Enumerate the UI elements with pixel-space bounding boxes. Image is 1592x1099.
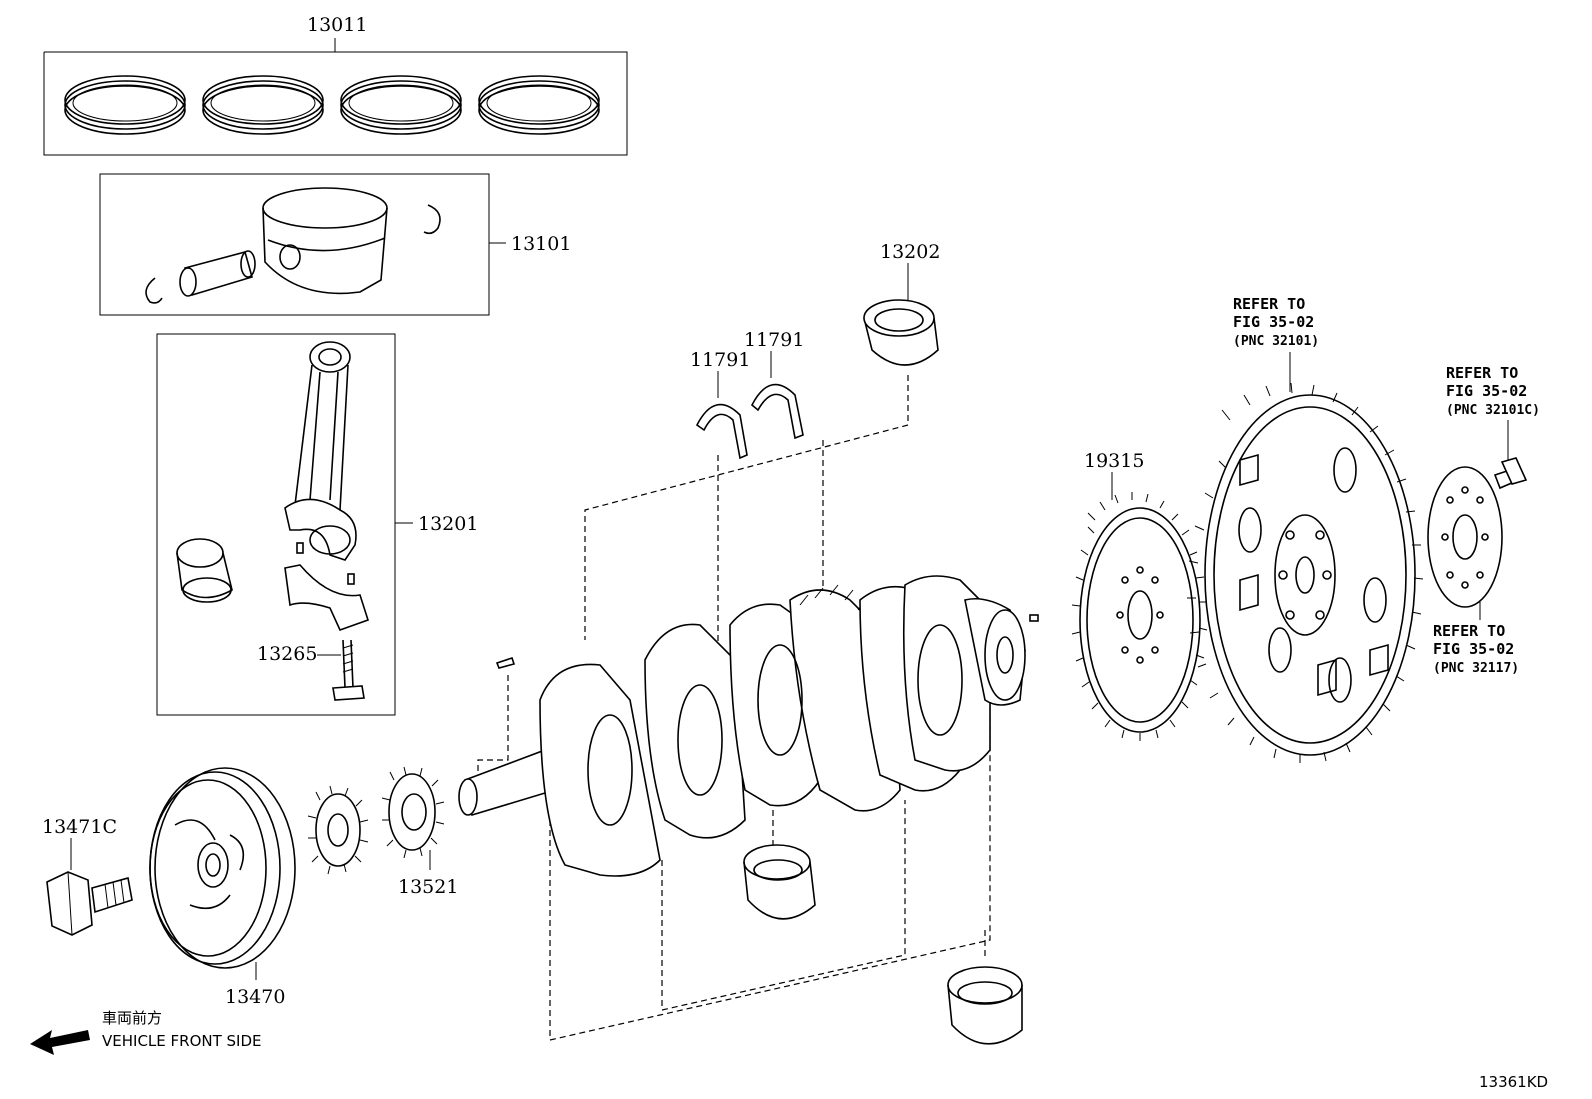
main-bearing-lower-2: [947, 966, 1023, 1045]
pulley-bolt: [46, 838, 133, 936]
crankshaft-pulley: [149, 767, 296, 980]
callout-13470: 13470: [225, 986, 285, 1008]
ref-bolt-line2: FIG 35-02: [1446, 382, 1527, 400]
ref-plate-line2: FIG 35-02: [1433, 640, 1514, 658]
crank-sprocket-front: [307, 785, 369, 875]
flywheel-ring-gear: [1187, 352, 1424, 763]
callout-13521: 13521: [398, 876, 458, 898]
callout-13265: 13265: [257, 643, 317, 665]
flywheel-bolt: [1493, 420, 1528, 490]
ref-bolt-line1: REFER TO: [1446, 364, 1518, 382]
callout-11791-a: 11791: [690, 349, 750, 371]
diagram-code: 13361KD: [1479, 1073, 1548, 1091]
main-bearing-upper: [863, 263, 939, 366]
callout-13471c: 13471C: [42, 816, 117, 838]
ref-flywheel-line3: (PNC 32101): [1233, 334, 1319, 349]
callout-13101: 13101: [511, 233, 571, 255]
direction-english: VEHICLE FRONT SIDE: [102, 1032, 262, 1050]
thrust-washers: [695, 351, 804, 460]
ref-flywheel-line2: FIG 35-02: [1233, 313, 1314, 331]
ref-flywheel-line1: REFER TO: [1233, 295, 1305, 313]
ref-plate-line3: (PNC 32117): [1433, 661, 1519, 676]
callout-19315: 19315: [1084, 450, 1144, 472]
connecting-rod-set: [156, 333, 413, 716]
crank-sprocket-rear: [381, 766, 445, 870]
piston-ring-set: [43, 38, 628, 156]
piston-set: [99, 173, 506, 316]
crankshaft: [458, 575, 1039, 877]
main-bearing-lower-1: [743, 844, 816, 920]
vehicle-front-arrow-icon: [30, 1030, 90, 1055]
drive-plate: [1071, 472, 1208, 741]
callout-13202: 13202: [880, 241, 940, 263]
callout-11791-b: 11791: [744, 329, 804, 351]
ref-bolt-line3: (PNC 32101C): [1446, 403, 1540, 418]
ref-plate-line1: REFER TO: [1433, 622, 1505, 640]
direction-japanese: 車両前方: [102, 1009, 162, 1027]
callout-13201: 13201: [418, 513, 478, 535]
flywheel-rear-plate: [1427, 466, 1503, 620]
callout-13011: 13011: [307, 14, 367, 36]
